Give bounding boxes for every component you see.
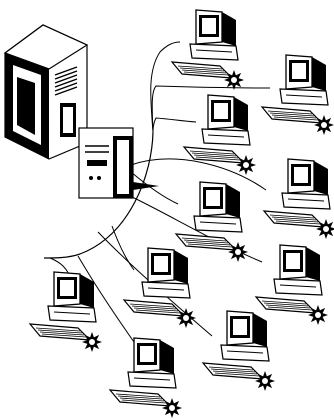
server-tower-icon: [5, 25, 87, 159]
